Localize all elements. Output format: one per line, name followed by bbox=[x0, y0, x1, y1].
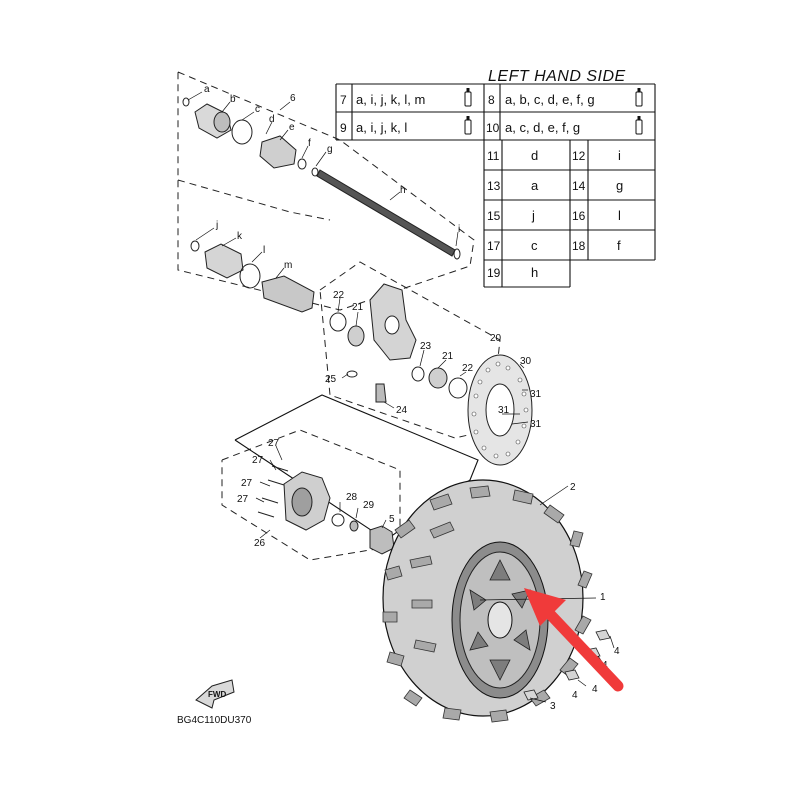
callout-5: 5 bbox=[389, 514, 395, 525]
callout-m: m bbox=[284, 260, 292, 271]
callout-26: 26 bbox=[254, 538, 266, 549]
grease-row-letters: a, i, j, k, l bbox=[356, 120, 407, 135]
callout-3: 3 bbox=[550, 701, 556, 712]
part-row-num: 13 bbox=[487, 179, 501, 193]
part-row-letter: h bbox=[531, 265, 538, 280]
part-row-letter: a bbox=[531, 178, 539, 193]
part-row-num: 17 bbox=[487, 239, 501, 253]
callout-27: 27 bbox=[268, 438, 280, 449]
callout-22: 22 bbox=[333, 290, 345, 301]
callout-30: 30 bbox=[520, 356, 532, 367]
part-row-num: 16 bbox=[572, 209, 586, 223]
hub-parts bbox=[257, 465, 395, 555]
callout-4: 4 bbox=[614, 646, 620, 657]
callout-22: 22 bbox=[462, 363, 474, 374]
callout-d: d bbox=[269, 114, 275, 125]
callout-31: 31 bbox=[530, 389, 542, 400]
callout-21: 21 bbox=[442, 351, 454, 362]
callout-labels: a b c d e 6 f g h i j k l m 22 21 20 23 … bbox=[204, 84, 620, 712]
callout-21: 21 bbox=[352, 302, 364, 313]
callout-29: 29 bbox=[363, 500, 375, 511]
callout-24: 24 bbox=[396, 405, 408, 416]
part-row-letter: l bbox=[618, 208, 621, 223]
diagram-code: BG4C110DU370 bbox=[177, 715, 252, 726]
callout-f: f bbox=[308, 138, 311, 149]
part-row-letter: d bbox=[531, 148, 538, 163]
callout-k: k bbox=[237, 231, 243, 242]
knuckle-parts bbox=[329, 283, 468, 403]
red-pointer-arrow-icon bbox=[524, 588, 624, 692]
grease-row-num: 8 bbox=[488, 93, 495, 107]
callout-l: l bbox=[263, 245, 265, 256]
callout-20: 20 bbox=[490, 333, 502, 344]
leader-lines bbox=[187, 91, 615, 703]
table-title: LEFT HAND SIDE bbox=[488, 68, 626, 85]
callout-27: 27 bbox=[252, 455, 264, 466]
part-row-num: 11 bbox=[487, 149, 500, 163]
grease-tube-icon bbox=[464, 88, 472, 107]
tire-and-wheel bbox=[382, 479, 593, 723]
grease-row-num: 7 bbox=[340, 93, 347, 107]
forward-direction-icon: FWD bbox=[195, 679, 235, 709]
part-row-letter: c bbox=[531, 238, 538, 253]
part-row-letter: f bbox=[617, 238, 621, 253]
fwd-label: FWD bbox=[208, 690, 226, 699]
brake-disc bbox=[467, 354, 533, 466]
part-row-num: 12 bbox=[572, 149, 586, 163]
part-row-letter: i bbox=[618, 148, 621, 163]
part-row-num: 15 bbox=[487, 209, 501, 223]
callout-31: 31 bbox=[530, 419, 542, 430]
callout-4: 4 bbox=[592, 684, 598, 695]
callout-6: 6 bbox=[290, 93, 296, 104]
callout-25: 25 bbox=[325, 374, 337, 385]
callout-b: b bbox=[230, 94, 236, 105]
grease-tube-icon bbox=[635, 88, 643, 107]
grease-row-letters: a, c, d, e, f, g bbox=[505, 120, 580, 135]
part-row-num: 14 bbox=[572, 179, 586, 193]
grease-row-letters: a, b, c, d, e, f, g bbox=[505, 92, 595, 107]
callout-e: e bbox=[289, 122, 295, 133]
grease-row-num: 9 bbox=[340, 121, 347, 135]
callout-31: 31 bbox=[498, 405, 510, 416]
callout-h: h bbox=[400, 185, 406, 196]
callout-23: 23 bbox=[420, 341, 432, 352]
grease-table: LEFT HAND SIDE 7 a, i, j, k, l, m 8 a, b… bbox=[335, 68, 656, 288]
callout-27: 27 bbox=[241, 478, 253, 489]
callout-4: 4 bbox=[572, 690, 578, 701]
callout-1: 1 bbox=[600, 592, 606, 603]
callout-27: 27 bbox=[237, 494, 249, 505]
callout-a: a bbox=[204, 84, 210, 95]
grease-tube-icon bbox=[635, 116, 643, 135]
part-row-letter: j bbox=[531, 208, 535, 223]
part-row-letter: g bbox=[616, 178, 623, 193]
callout-i: i bbox=[458, 224, 460, 235]
callout-j: j bbox=[215, 220, 218, 231]
callout-g: g bbox=[327, 144, 333, 155]
callout-2: 2 bbox=[570, 482, 576, 493]
grease-tube-icon bbox=[464, 116, 472, 135]
grease-row-num: 10 bbox=[486, 121, 500, 135]
callout-c: c bbox=[255, 104, 260, 115]
grease-row-letters: a, i, j, k, l, m bbox=[356, 92, 425, 107]
drive-shaft-parts bbox=[182, 97, 461, 313]
part-row-num: 19 bbox=[487, 266, 501, 280]
part-row-num: 18 bbox=[572, 239, 586, 253]
callout-28: 28 bbox=[346, 492, 358, 503]
